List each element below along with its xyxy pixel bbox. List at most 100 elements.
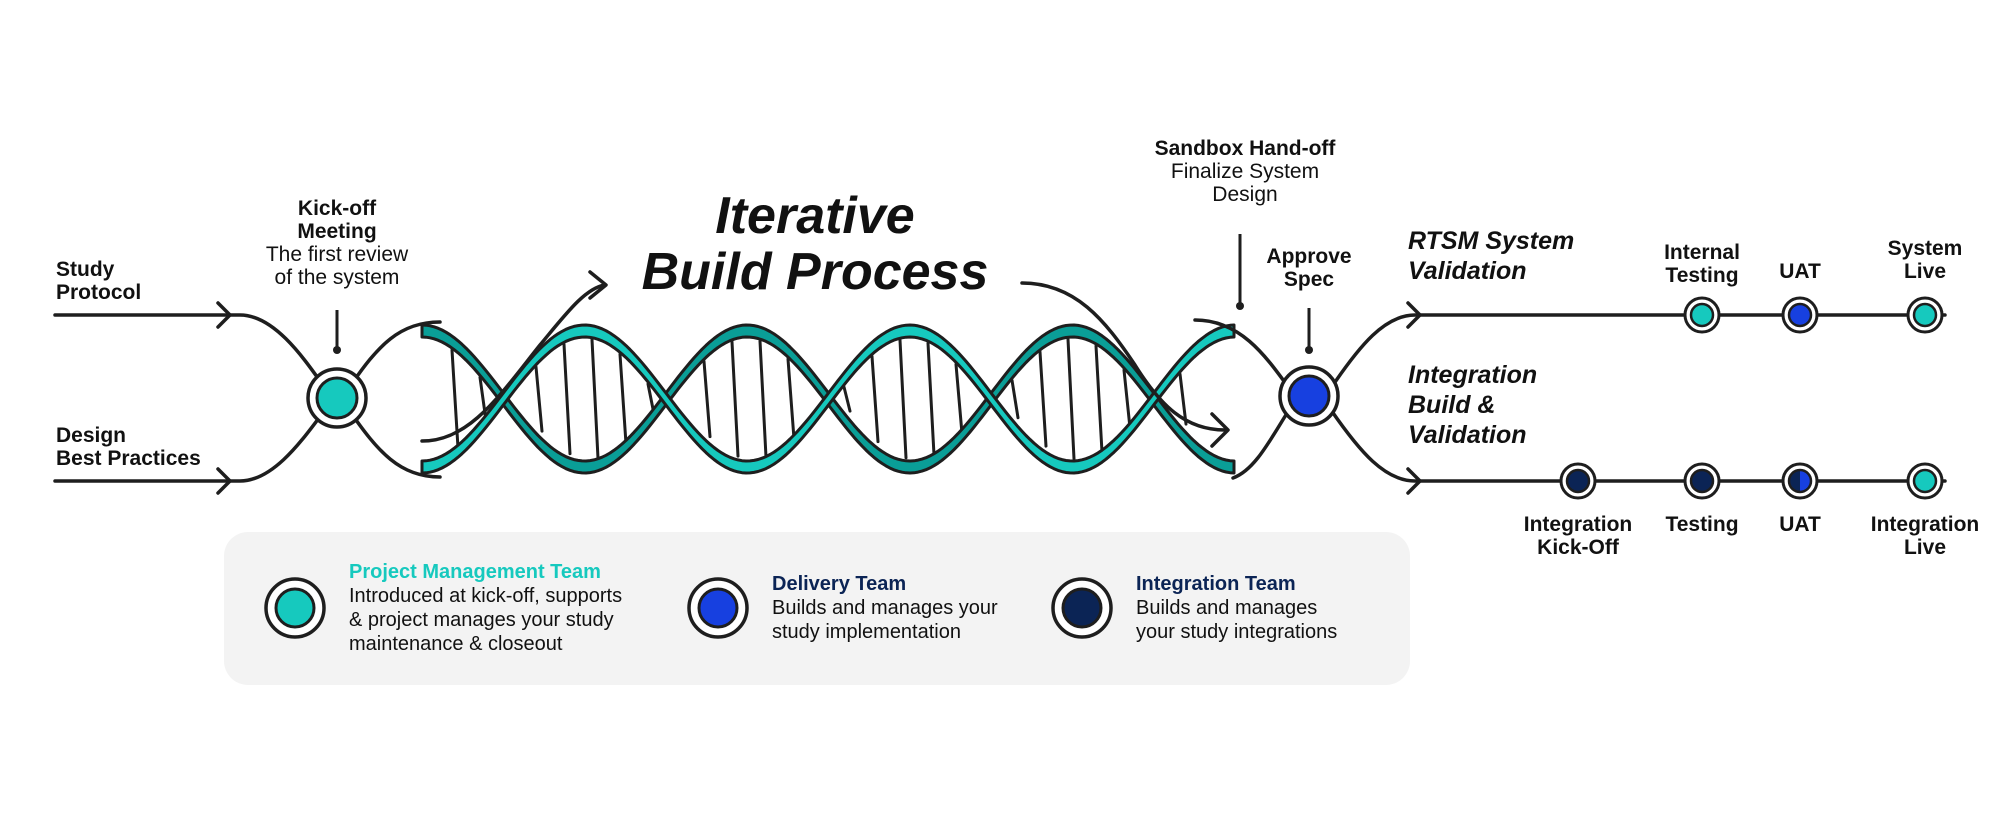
study-protocol-line1: Study bbox=[56, 258, 115, 281]
integration-milestone-testing-label: Testing bbox=[1665, 513, 1738, 536]
milestone-label-line1: UAT bbox=[1779, 513, 1821, 536]
helix-rung bbox=[758, 339, 768, 459]
legend-desc-line: your study integrations bbox=[1136, 621, 1338, 643]
integration-title-line2: Build & bbox=[1408, 391, 1496, 419]
approve-spec-line1: Approve bbox=[1266, 245, 1352, 268]
study-protocol-line2: Protocol bbox=[56, 281, 142, 304]
helix-rung bbox=[842, 385, 852, 413]
rtsm-milestone-uat bbox=[1781, 296, 1819, 334]
milestone-label-line1: Integration bbox=[1523, 513, 1633, 536]
helix-rung bbox=[1066, 337, 1076, 461]
kickoff-node bbox=[306, 367, 368, 429]
legend-desc-line: maintenance & closeout bbox=[349, 633, 563, 655]
legend-swatch-integration bbox=[1051, 577, 1113, 639]
legend-title-delivery: Delivery Team bbox=[772, 573, 907, 595]
integration-title-line3: Validation bbox=[1408, 421, 1527, 449]
approve-spec-node bbox=[1278, 365, 1340, 427]
helix-rung bbox=[478, 375, 488, 423]
rtsm-title-line1: RTSM System bbox=[1408, 227, 1575, 255]
team-legend: Project Management Team Introduced at ki… bbox=[224, 532, 1410, 685]
design-best-practices-label: Design Best Practices bbox=[56, 424, 201, 470]
legend-desc-project-management: Introduced at kick-off, supports & proje… bbox=[349, 584, 622, 656]
helix-rung bbox=[590, 338, 600, 460]
helix-rung bbox=[702, 359, 712, 439]
integration-title-line1: Integration bbox=[1408, 361, 1538, 389]
integration-milestone-live-label: Integration Live bbox=[1871, 513, 1980, 559]
helix-rungs bbox=[450, 337, 1188, 461]
helix-rung bbox=[786, 357, 796, 441]
legend-swatch-delivery bbox=[687, 577, 749, 639]
iteration-arrows bbox=[420, 270, 1230, 448]
dna-helix bbox=[420, 323, 1236, 475]
legend-title-project-management: Project Management Team bbox=[349, 561, 601, 583]
helix-rung bbox=[1122, 368, 1132, 430]
helix-rung bbox=[730, 340, 740, 458]
helix-rung bbox=[1038, 350, 1048, 448]
kickoff-pointer bbox=[333, 310, 341, 354]
integration-milestone-kickoff-label: Integration Kick-Off bbox=[1524, 513, 1633, 559]
legend-desc-line: Builds and manages your bbox=[772, 597, 998, 619]
rtsm-milestone-internal-testing-label: Internal Testing bbox=[1664, 241, 1740, 287]
milestone-label-line2: Kick-Off bbox=[1537, 536, 1619, 559]
approve-pointer bbox=[1305, 308, 1313, 354]
helix-rung bbox=[1178, 372, 1188, 426]
integration-title: Integration Build & Validation bbox=[1408, 360, 1537, 450]
kickoff-title-line2: Meeting bbox=[297, 220, 377, 243]
rtsm-milestone-uat-label: UAT bbox=[1779, 260, 1821, 283]
milestone-label-line1: UAT bbox=[1779, 260, 1821, 283]
sandbox-desc-line2: Design bbox=[1212, 183, 1278, 206]
legend-title-integration: Integration Team bbox=[1136, 573, 1296, 595]
diagram-title: Iterative Build Process bbox=[642, 188, 989, 300]
legend-desc-integration: Builds and manages your study integratio… bbox=[1136, 596, 1337, 644]
output-arrowheads bbox=[1406, 301, 1422, 495]
rtsm-milestone-internal-testing bbox=[1683, 296, 1721, 334]
integration-milestone-kickoff bbox=[1559, 462, 1597, 500]
sandbox-title: Sandbox Hand-off bbox=[1154, 137, 1336, 160]
sandbox-desc-line1: Finalize System bbox=[1170, 160, 1320, 183]
helix-rung bbox=[534, 365, 544, 433]
helix-rung bbox=[618, 352, 628, 446]
milestone-label-line2: Live bbox=[1903, 536, 1947, 559]
milestone-label-line1: Internal bbox=[1664, 241, 1740, 264]
design-best-practices-line1: Design bbox=[56, 424, 127, 447]
diagram-title-line2: Build Process bbox=[641, 243, 989, 301]
kickoff-desc-line1: The first review bbox=[265, 243, 409, 266]
helix-rung bbox=[954, 362, 964, 436]
kickoff-label: Kick-off Meeting The first review of the… bbox=[266, 197, 408, 289]
helix-rung bbox=[1094, 344, 1104, 454]
milestone-label-line1: System bbox=[1887, 237, 1963, 260]
integration-milestone-uat bbox=[1781, 462, 1819, 500]
helix-rung bbox=[562, 342, 572, 456]
input-arrowheads bbox=[216, 301, 232, 495]
sandbox-label: Sandbox Hand-off Finalize System Design bbox=[1155, 137, 1336, 206]
diagram-title-line1: Iterative bbox=[715, 187, 915, 245]
milestone-label-line2: Testing bbox=[1665, 264, 1739, 287]
helix-rung bbox=[898, 338, 908, 460]
rtsm-title: RTSM System Validation bbox=[1408, 226, 1574, 286]
legend-desc-delivery: Builds and manages your study implementa… bbox=[772, 596, 998, 644]
legend-desc-line: & project manages your study bbox=[349, 609, 614, 631]
legend-desc-line: Introduced at kick-off, supports bbox=[349, 585, 623, 607]
helix-rung bbox=[1010, 378, 1020, 420]
kickoff-desc-line2: of the system bbox=[274, 266, 400, 289]
legend-swatch-project-management bbox=[264, 577, 326, 639]
rtsm-title-line2: Validation bbox=[1408, 257, 1527, 285]
legend-desc-line: Builds and manages bbox=[1136, 597, 1318, 619]
milestone-label-line2: Live bbox=[1903, 260, 1947, 283]
kickoff-title-line1: Kick-off bbox=[297, 197, 377, 220]
integration-milestone-testing bbox=[1683, 462, 1721, 500]
legend-swatches bbox=[264, 577, 1113, 639]
legend-desc-line: study implementation bbox=[772, 621, 961, 643]
study-protocol-label: Study Protocol bbox=[56, 258, 141, 304]
rtsm-milestone-system-live bbox=[1906, 296, 1944, 334]
milestone-label-line1: Testing bbox=[1665, 513, 1739, 536]
output-flow-lines bbox=[1193, 313, 1947, 483]
approve-spec-label: Approve Spec bbox=[1266, 245, 1351, 291]
helix-rung bbox=[870, 354, 880, 444]
design-best-practices-line2: Best Practices bbox=[56, 447, 201, 470]
helix-strand-front bbox=[420, 323, 1236, 475]
milestone-label-line1: Integration bbox=[1870, 513, 1980, 536]
integration-milestone-live bbox=[1906, 462, 1944, 500]
helix-front-strand bbox=[420, 323, 1236, 475]
